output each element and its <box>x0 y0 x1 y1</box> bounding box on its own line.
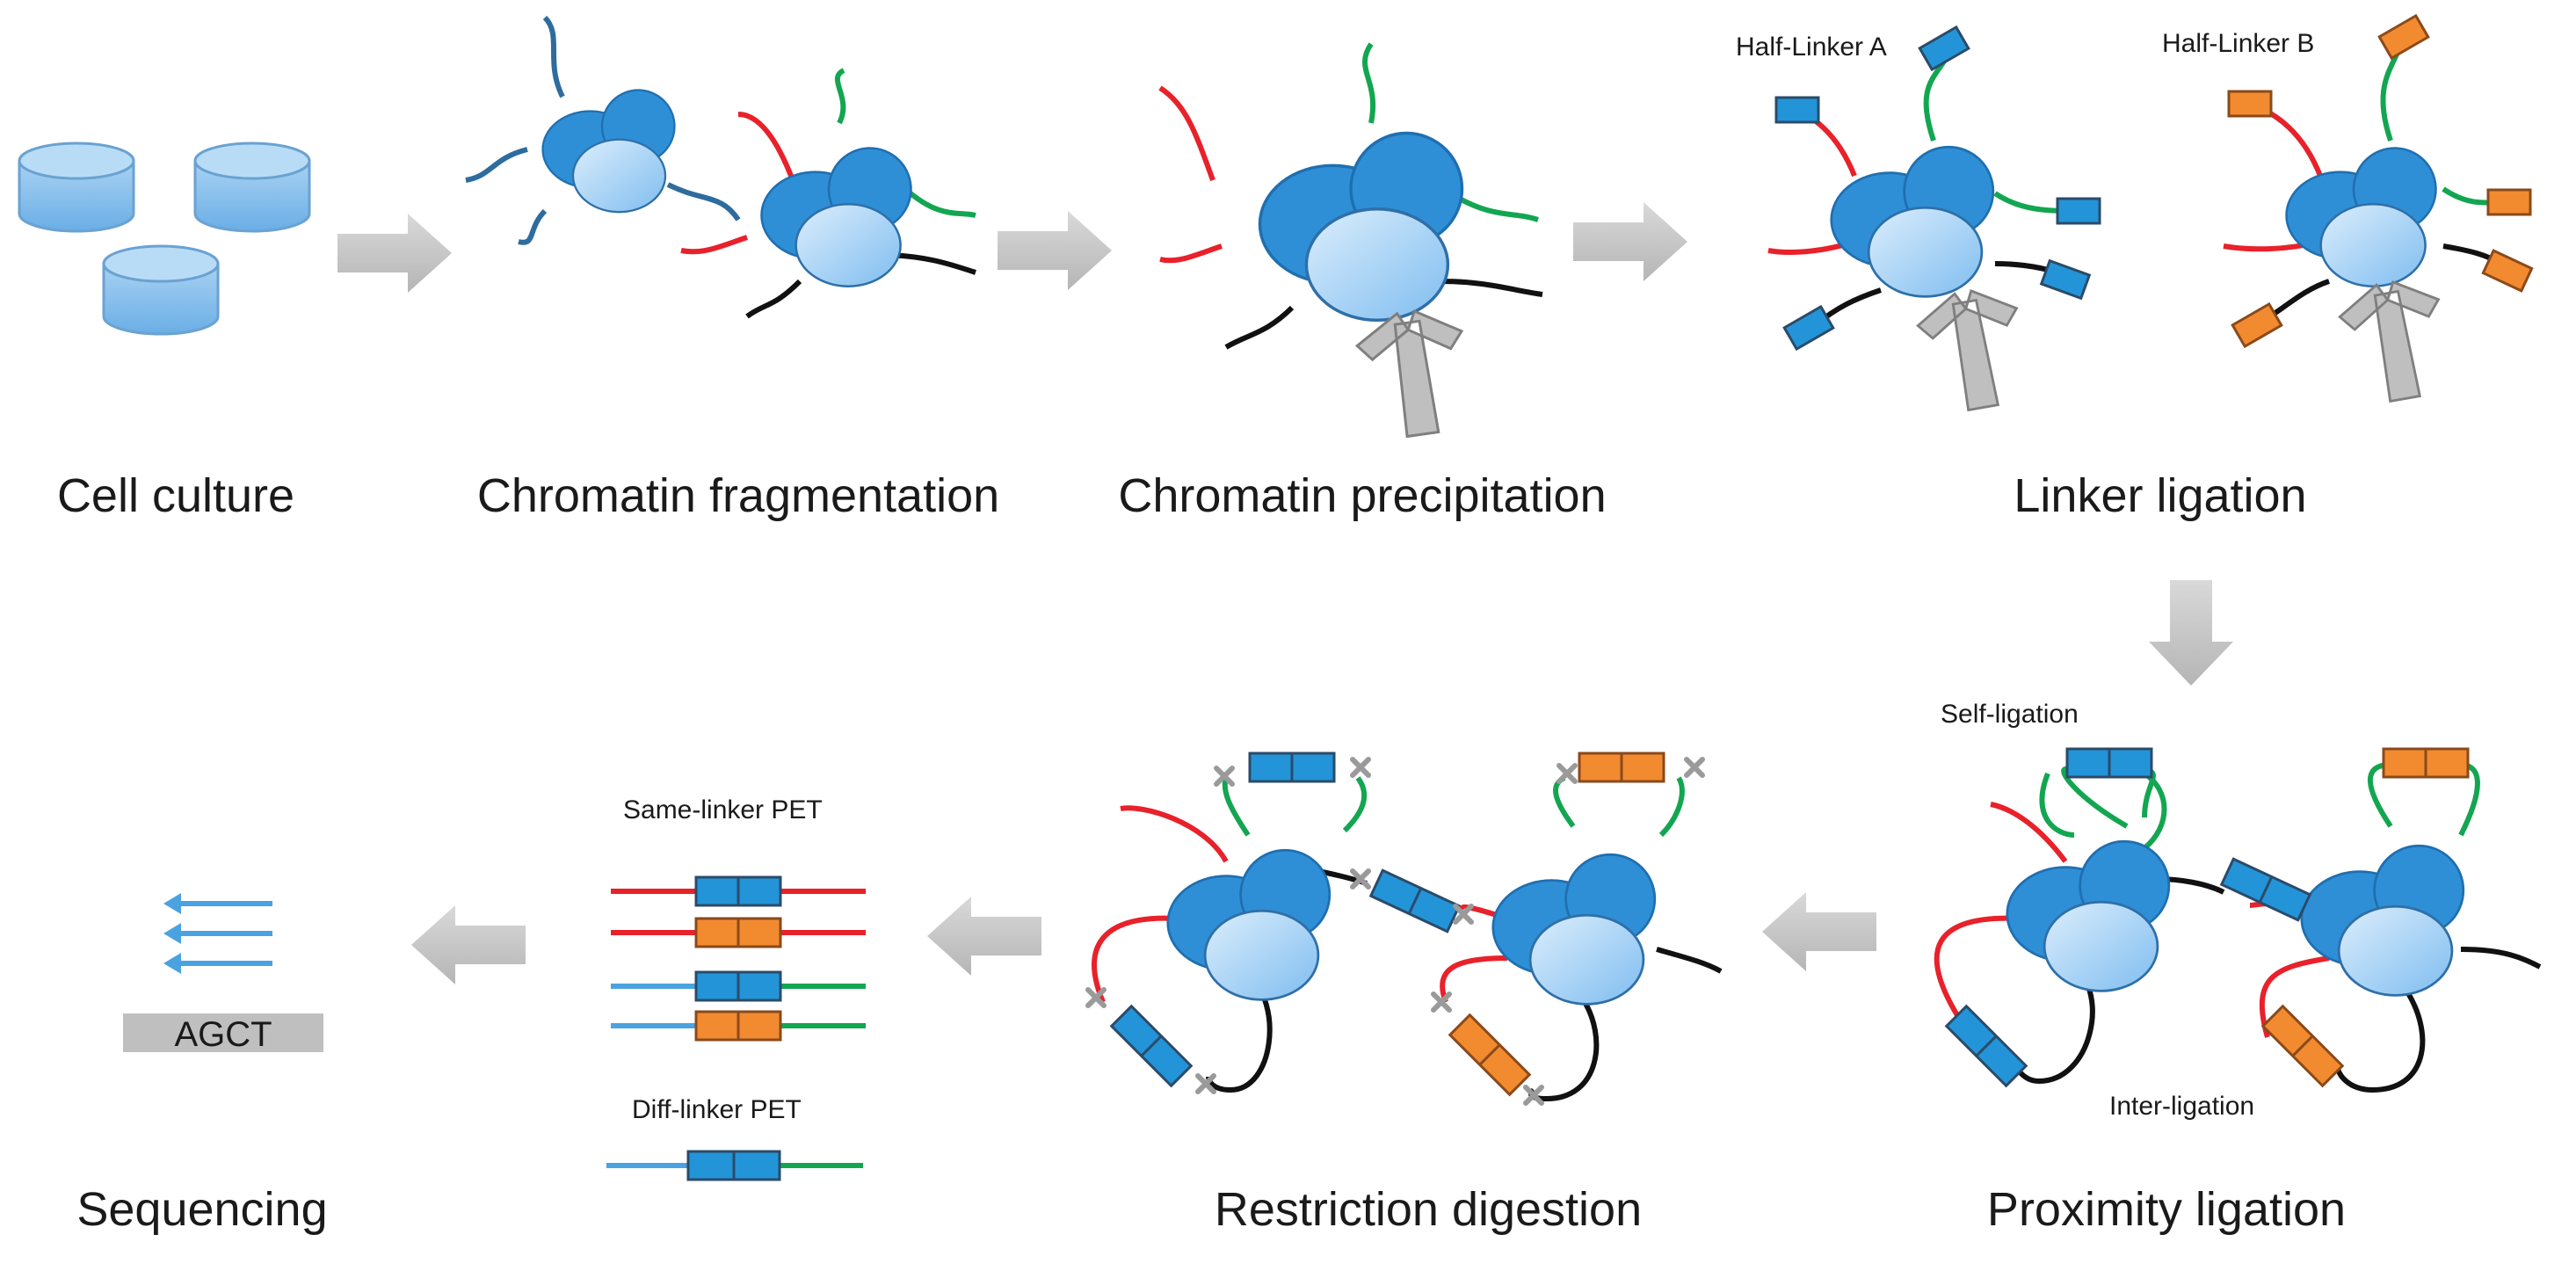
half-linker-a-label: Half-Linker A <box>1736 33 1887 62</box>
cell-culture-dishes <box>18 142 311 336</box>
chromatin-fragmentation-illustration <box>465 15 976 319</box>
process-arrow-icon <box>927 897 1041 976</box>
cell-culture-dish-icon <box>18 142 135 233</box>
restriction-digestion-illustration <box>1088 752 1723 1103</box>
process-arrow-icon <box>2149 580 2233 686</box>
stage-label-cell-culture: Cell culture <box>57 469 294 522</box>
antibody-icon <box>2333 273 2456 409</box>
dna-fragment-large <box>680 68 976 319</box>
proximity-ligation-illustration <box>1934 747 2542 1093</box>
same-linker-pet-label: Same-linker PET <box>623 795 823 824</box>
half-linker-b-label: Half-Linker B <box>2162 29 2314 58</box>
pet-read <box>611 917 866 948</box>
dna-fragment-small <box>465 15 741 245</box>
diff-linker-pet-read <box>606 1150 863 1181</box>
process-arrow-icon <box>1762 892 1876 971</box>
pet-read <box>611 1010 866 1042</box>
linker-ligation-complex-a <box>1767 25 2101 418</box>
chromatin-precipitation-illustration <box>1158 42 1543 443</box>
same-linker-pet-list <box>611 875 866 1042</box>
process-arrow-icon <box>411 905 526 984</box>
linker-ligation-complex-b <box>2223 14 2534 409</box>
process-arrow-icon <box>337 214 452 293</box>
sequence-bar <box>123 1013 323 1052</box>
stage-label-chromatin-precipitation: Chromatin precipitation <box>1118 469 1606 522</box>
stage-label-restriction-digestion: Restriction digestion <box>1215 1183 1642 1236</box>
process-arrow-icon <box>998 211 1112 290</box>
antibody-icon <box>1912 282 2035 418</box>
stage-label-linker-ligation: Linker ligation <box>2014 469 2306 522</box>
sequencing-read-icon <box>163 893 272 974</box>
pet-read <box>611 875 866 907</box>
stage-label-chromatin-fragmentation: Chromatin fragmentation <box>477 469 999 522</box>
self-ligation-label: Self-ligation <box>1941 700 2079 729</box>
inter-ligation-label: Inter-ligation <box>2109 1092 2254 1121</box>
sequence-text: AGCT <box>174 1015 272 1054</box>
stage-label-sequencing: Sequencing <box>76 1183 327 1236</box>
process-arrow-icon <box>1573 202 1687 281</box>
diff-linker-pet-label: Diff-linker PET <box>632 1095 802 1124</box>
stage-label-proximity-ligation: Proximity ligation <box>1987 1183 2346 1236</box>
cell-culture-dish-icon <box>193 142 311 233</box>
cell-culture-dish-icon <box>102 244 220 336</box>
antibody-icon <box>1352 303 1477 443</box>
pet-read <box>611 970 866 1002</box>
